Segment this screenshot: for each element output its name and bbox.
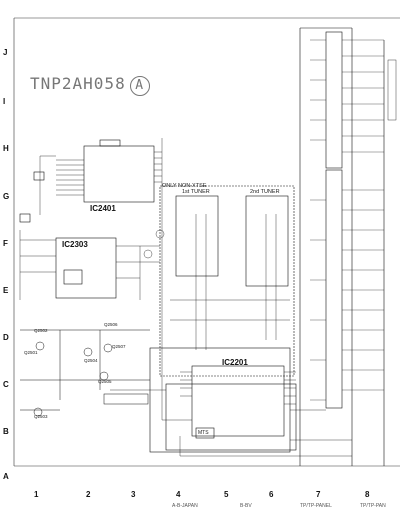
row-label-e: E [3,286,9,295]
tuner2-label: 2nd TUNER [250,189,280,195]
row-label-g: G [3,192,10,201]
footer-note-1: A-B-JAPAN [172,503,198,509]
transistor-q2507: Q2507 [112,344,126,349]
only-non-xtse-note: ONLY NON-XTSE [162,183,207,189]
transistor-q2504: Q2504 [84,358,98,363]
row-label-b: B [3,427,9,436]
transistor-q2505: Q2505 [98,379,112,384]
column-label-4: 4 [176,490,181,499]
ic2401-block [19,138,163,230]
column-label-8: 8 [365,490,370,499]
column-label-6: 6 [269,490,274,499]
row-label-i: I [3,97,6,106]
footer-note-4: TP/TP-PAN [360,503,386,509]
tuner-region [159,185,295,377]
transistor-q2501: Q2501 [24,350,38,355]
transistor-q2502: Q2502 [34,328,48,333]
transistor-area [20,329,150,417]
model-code-text: TNP2AH058 [30,74,126,93]
mts-label: MTS [198,430,209,436]
right-connector [299,27,397,466]
column-label-1: 1 [34,490,39,499]
row-label-h: H [3,144,9,153]
model-suffix-badge: A [129,76,150,96]
row-label-j: J [3,48,8,57]
footer-note-2: B-BV [240,503,252,509]
row-label-d: D [3,333,9,342]
column-label-2: 2 [86,490,91,499]
row-label-c: C [3,380,9,389]
tuner1-label: 1st TUNER [182,189,210,195]
ic2401-label: IC2401 [90,204,116,213]
ic2201-block [149,347,297,453]
column-label-3: 3 [131,490,136,499]
ic2303-block [19,229,165,300]
ic2201-label: IC2201 [222,358,248,367]
transistor-q2506: Q2506 [104,322,118,327]
ic2303-label: IC2303 [62,240,88,249]
column-label-5: 5 [224,490,229,499]
column-label-7: 7 [316,490,321,499]
transistor-q2503: Q2503 [34,414,48,419]
row-label-f: F [3,239,8,248]
footer-note-3: TP/TP-PANEL [300,503,332,509]
row-label-a: A [3,472,9,481]
